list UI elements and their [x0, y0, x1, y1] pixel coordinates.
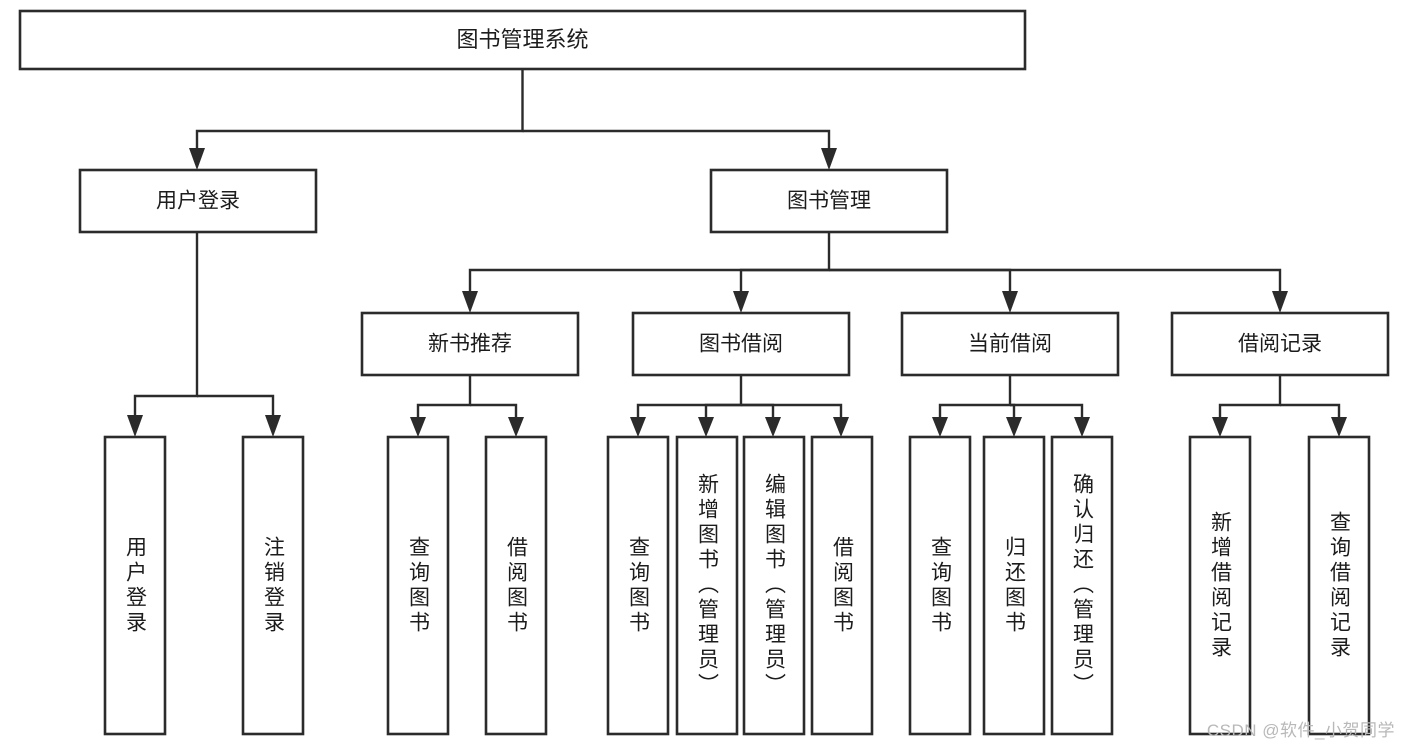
connector-group-current-borrow-to-leaves: [932, 375, 1090, 437]
arrowhead-leaf-add-book: [698, 417, 714, 437]
arrowhead-leaf-query-book-2: [630, 417, 646, 437]
connector-group-root-to-level2: [189, 69, 837, 170]
node-user-login-box[interactable]: [78, 168, 318, 234]
node-borrow-record[interactable]: 借阅记录: [1170, 311, 1390, 377]
node-new-book-recommend[interactable]: 新书推荐: [360, 311, 580, 377]
connector-cb-to-leaf-query: [938, 375, 1012, 424]
node-root-system-label: 图书管理系统: [456, 27, 588, 52]
node-user-login[interactable]: 用户登录: [78, 168, 318, 234]
leaf-borrow-book-2-box[interactable]: [810, 435, 874, 736]
arrowhead-leaf-confirm-return: [1074, 417, 1090, 437]
node-user-login-label: 用户登录: [156, 190, 240, 213]
node-new-book-recommend-box[interactable]: [360, 311, 580, 377]
connector-br-to-leaf-add: [1218, 375, 1282, 424]
leaf-borrow-book-1-box[interactable]: [484, 435, 548, 736]
node-book-manage-box[interactable]: [709, 168, 949, 234]
connector-group-book-borrow-to-leaves: [630, 375, 849, 437]
leaf-confirm-return-box[interactable]: [1050, 435, 1114, 736]
connector-group-book-manage-to-level3: [462, 232, 1288, 313]
arrowhead-leaf-add-borrow-record: [1212, 417, 1228, 437]
node-book-borrow-label: 图书借阅: [699, 333, 783, 356]
leaf-query-book-1-box[interactable]: [386, 435, 450, 736]
arrowhead-user-login: [189, 148, 205, 170]
arrowhead-leaf-borrow-book-1: [508, 417, 524, 437]
arrowhead-current-borrow: [1002, 291, 1018, 313]
arrowhead-leaf-query-borrow-record: [1331, 417, 1347, 437]
arrowhead-leaf-return-book: [1006, 417, 1022, 437]
leaf-add-book-box[interactable]: [675, 435, 739, 736]
arrowhead-book-manage: [821, 148, 837, 170]
connector-bm-to-borrow-record: [829, 268, 1282, 296]
node-borrow-record-box[interactable]: [1170, 311, 1390, 377]
node-book-manage-label: 图书管理: [787, 190, 871, 213]
node-book-manage[interactable]: 图书管理: [709, 168, 949, 234]
arrowhead-new-book-recommend: [462, 291, 478, 313]
arrowhead-leaf-query-book-3: [932, 417, 948, 437]
arrowhead-book-borrow: [733, 291, 749, 313]
connector-bm-to-current-borrow: [829, 268, 1012, 296]
arrowhead-leaf-logout-login: [265, 415, 281, 437]
csdn-watermark: CSDN @软件_小贺同学: [1206, 721, 1395, 740]
leaf-edit-book-box[interactable]: [742, 435, 806, 736]
node-new-book-recommend-label: 新书推荐: [428, 333, 512, 356]
connector-br-to-leaf-query: [1280, 403, 1341, 424]
node-current-borrow-box[interactable]: [900, 311, 1120, 377]
connector-root-to-book-manage: [522, 129, 831, 152]
node-book-borrow-box[interactable]: [631, 311, 851, 377]
leaf-query-borrow-record-box[interactable]: [1307, 435, 1371, 736]
node-current-borrow-label: 当前借阅: [968, 333, 1052, 356]
connector-group-user-login-to-leaves: [127, 232, 281, 437]
connector-bm-to-book-borrow: [739, 268, 829, 296]
connector-root-to-user-login: [195, 69, 524, 152]
connector-ul-to-leaf-logout: [197, 394, 275, 420]
node-borrow-record-label: 借阅记录: [1238, 333, 1322, 356]
leaf-box-group: [103, 435, 1371, 736]
leaf-user-login-box[interactable]: [103, 435, 167, 736]
leaf-add-borrow-record-box[interactable]: [1188, 435, 1252, 736]
connector-nb-to-leaf-query: [416, 375, 472, 424]
leaf-return-book-box[interactable]: [982, 435, 1046, 736]
arrowhead-leaf-query-book-1: [410, 417, 426, 437]
connector-ul-to-leaf-user-login: [133, 232, 199, 420]
connector-bb-to-leaf-query: [636, 375, 743, 424]
connector-nb-to-leaf-borrow: [470, 403, 518, 424]
arrowhead-leaf-edit-book: [765, 417, 781, 437]
arrowhead-leaf-user-login: [127, 415, 143, 437]
arrowhead-leaf-borrow-book-2: [833, 417, 849, 437]
connector-group-borrow-record-to-leaves: [1212, 375, 1347, 437]
connector-cb-to-leaf-confirm: [1010, 403, 1084, 424]
connector-bm-to-new-book: [468, 232, 831, 296]
leaf-query-book-2-box[interactable]: [606, 435, 670, 736]
arrowhead-borrow-record: [1272, 291, 1288, 313]
node-root-system-box[interactable]: [18, 9, 1027, 71]
connector-group-new-book-to-leaves: [410, 375, 524, 437]
leaf-logout-login-box[interactable]: [241, 435, 305, 736]
node-root-system[interactable]: 图书管理系统: [18, 9, 1027, 71]
leaf-query-book-3-box[interactable]: [908, 435, 972, 736]
node-current-borrow[interactable]: 当前借阅: [900, 311, 1120, 377]
node-book-borrow[interactable]: 图书借阅: [631, 311, 851, 377]
connector-bb-to-leaf-borrow: [741, 403, 843, 424]
